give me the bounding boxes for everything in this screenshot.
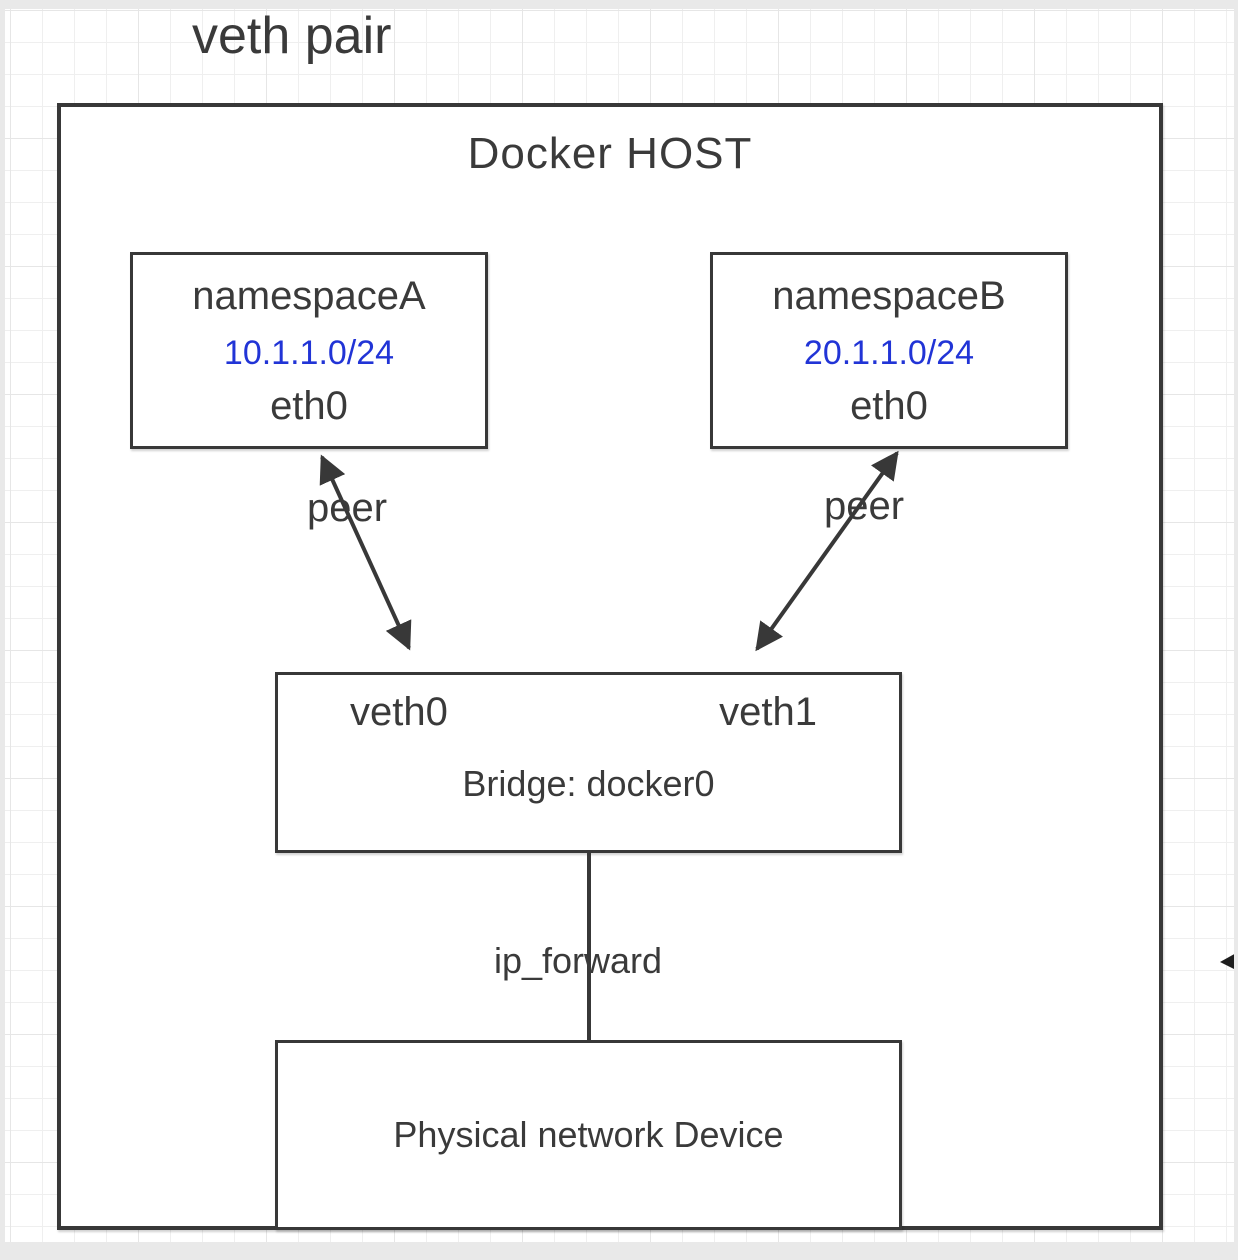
canvas-margin-left — [0, 0, 5, 1260]
namespace-b-box: namespaceB 20.1.1.0/24 eth0 — [710, 252, 1068, 449]
docker-host-label: Docker HOST — [467, 129, 753, 178]
bridge-label: Bridge: docker0 — [462, 763, 715, 804]
bridge-box: veth0 veth1 Bridge: docker0 — [275, 672, 902, 853]
namespace-b-name: namespaceB — [772, 274, 1006, 318]
bridge-ports-row: veth0 veth1 — [278, 675, 899, 737]
ip-forward-label: ip_forward — [493, 940, 663, 981]
namespace-b-subnet: 20.1.1.0/24 — [803, 334, 975, 372]
bridge-port-veth1: veth1 — [719, 690, 817, 734]
namespace-a-interface: eth0 — [270, 384, 348, 428]
canvas-margin-right — [1234, 0, 1238, 1260]
namespace-b-interface: eth0 — [850, 384, 928, 428]
namespace-a-name: namespaceA — [192, 274, 426, 318]
peer-label-left: peer — [306, 486, 388, 530]
physical-device-label: Physical network Device — [393, 1114, 784, 1155]
physical-device-box: Physical network Device — [275, 1040, 902, 1230]
namespace-a-box: namespaceA 10.1.1.0/24 eth0 — [130, 252, 488, 449]
diagram-title: veth pair — [192, 7, 392, 65]
bridge-port-veth0: veth0 — [350, 690, 448, 734]
canvas-margin-top — [0, 0, 1238, 9]
namespace-a-subnet: 10.1.1.0/24 — [223, 334, 395, 372]
canvas-margin-bottom — [0, 1242, 1238, 1260]
peer-label-right: peer — [823, 484, 905, 528]
